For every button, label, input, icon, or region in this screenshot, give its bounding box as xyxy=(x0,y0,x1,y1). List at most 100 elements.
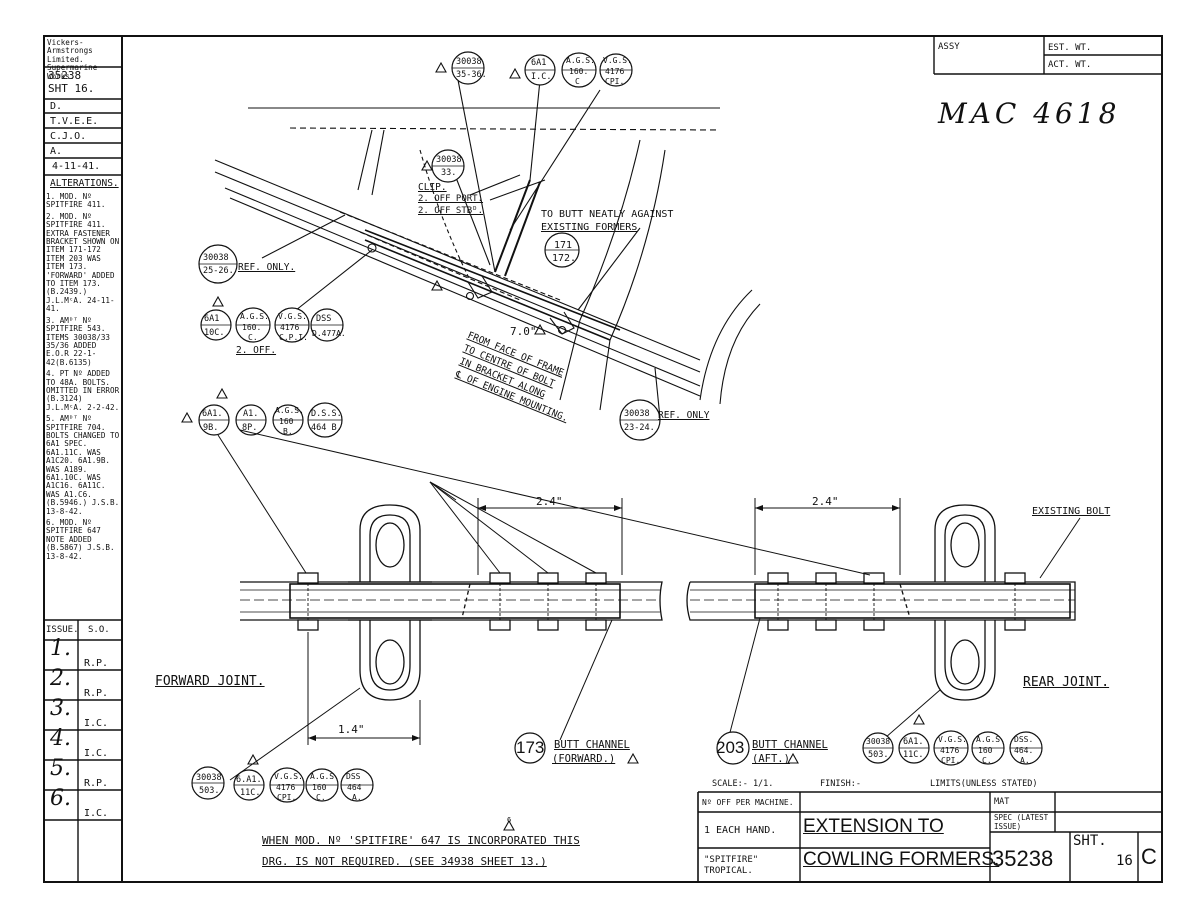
callout-spec: A. xyxy=(352,793,362,802)
butt-note-line: EXISTING FORMERS xyxy=(541,222,638,233)
callout-spec: C. xyxy=(248,333,258,342)
issue-number: 4. xyxy=(50,726,71,751)
callout-spec: D.S.S. xyxy=(311,409,342,419)
note-line-1: WHEN MOD. Nº 'SPITFIRE' 647 IS INCORPORA… xyxy=(262,834,580,847)
item-203-label: BUTT CHANNEL xyxy=(752,739,828,751)
callout-part-no: 30038 xyxy=(436,155,462,165)
issue-so: R.P. xyxy=(84,778,109,789)
traced-by: T.V.E.E. xyxy=(50,116,99,127)
drawn-by: D. xyxy=(50,101,63,112)
butt-note-line: TO BUTT NEATLY AGAINST xyxy=(541,209,674,220)
existing-bolt-label: EXISTING BOLT xyxy=(1032,506,1111,517)
item-173-sub: (FORWARD.) xyxy=(552,753,616,765)
callout-spec: 4176 xyxy=(940,746,960,755)
item-203-number: 203 xyxy=(716,738,745,757)
checked-by: C.J.O. xyxy=(50,131,87,142)
aircraft-type: "SPITFIRE" TROPICAL. xyxy=(704,855,759,876)
drawing-date: 4-11-41. xyxy=(52,161,101,172)
sheet-label: SHT. xyxy=(1073,833,1107,849)
handwritten-reference: MAC 4618 xyxy=(938,97,1121,130)
callout-spec: CPI. xyxy=(941,756,961,765)
left-drawing-number: 35238 xyxy=(48,69,82,82)
alterations-title: ALTERATIONS. xyxy=(50,178,119,189)
so-header: S.O. xyxy=(88,625,110,635)
callout-part-no: 30038 xyxy=(456,57,482,67)
callout-spec: 6.A1. xyxy=(236,775,262,785)
title-line-2: COWLING FORMERS. xyxy=(803,849,1000,870)
callout-spec: 6A1 xyxy=(204,314,220,324)
hand-quantity: 1 EACH HAND. xyxy=(704,825,777,836)
callout-spec: 464. xyxy=(1014,746,1034,755)
clip-label: CLIP. xyxy=(418,182,447,193)
scale-label: SCALE:- 1/1. xyxy=(712,779,774,789)
limits-label: LIMITS(UNLESS STATED) xyxy=(930,779,1038,789)
alteration-item: 3. AMᴰᵀ Nº SPITFIRE 543. ITEMS 30038/33 … xyxy=(46,315,111,367)
item-173-label: BUTT CHANNEL xyxy=(554,739,630,751)
amendment-flag: 6 xyxy=(507,816,512,824)
act-weight-label: ACT. WT. xyxy=(1048,60,1092,70)
callout-spec: CPI. xyxy=(277,793,297,802)
callout-spec: DSS xyxy=(316,314,332,324)
title-line-1: EXTENSION TO xyxy=(803,816,944,837)
callout-spec: 9B. xyxy=(203,423,219,433)
alteration-item: 4. PT Nº ADDED TO 48A. BOLTS. OMITTED IN… xyxy=(46,369,120,412)
issue-header: ISSUE. xyxy=(46,625,79,635)
alterations-list: 1. MOD. Nº SPITFIRE 411. 2. MOD. Nº SPIT… xyxy=(46,192,122,564)
callout-spec: 6A1. xyxy=(202,409,223,419)
callout-spec: A.G.S. xyxy=(275,406,304,415)
callout-item: 25-26. xyxy=(203,266,234,276)
callout-spec: 160 xyxy=(978,746,993,755)
callout-spec: A.G.S. xyxy=(240,312,269,321)
callout-spec: C.P.I. xyxy=(279,333,308,342)
maker-block: Vickers-Armstrongs Limited. Supermarine … xyxy=(47,38,98,81)
callout-spec: A.G.S. xyxy=(976,735,1005,744)
callout-part-no: 30038 xyxy=(624,409,650,419)
callout-spec: DSS. xyxy=(1014,735,1034,744)
callout-item: 171 xyxy=(554,240,573,251)
callout-spec: 10C. xyxy=(204,328,225,338)
callout-spec: 11C. xyxy=(903,750,924,760)
callout-spec: 160. xyxy=(242,323,262,332)
callout-spec: C. xyxy=(982,756,992,765)
issue-so: I.C. xyxy=(84,748,109,759)
dimension-bottom: 1.4" xyxy=(338,723,365,736)
callout-spec: V.G.S. xyxy=(274,772,303,781)
callout-item: I.C. xyxy=(531,72,552,82)
approved-by: A. xyxy=(50,146,63,157)
dimension-7in: 7.0" xyxy=(510,325,537,338)
issue-so: I.C. xyxy=(84,808,109,819)
callout-spec: 160 xyxy=(279,417,294,426)
note-line-2: DRG. IS NOT REQUIRED. (SEE 34938 SHEET 1… xyxy=(262,855,547,868)
callout-spec: B. xyxy=(283,427,293,436)
callout-spec: 503. xyxy=(199,786,220,796)
callout-spec: 4176 xyxy=(605,67,625,76)
issue-number: 6. xyxy=(50,786,71,811)
alteration-item: 2. MOD. Nº SPITFIRE 411. EXTRA FASTENER … xyxy=(46,211,120,314)
spec-label: SPEC (LATEST ISSUE) xyxy=(994,813,1049,831)
issue-so: R.P. xyxy=(84,658,109,669)
callout-spec: 8P. xyxy=(242,423,258,433)
assy-label: ASSY xyxy=(938,42,960,52)
callout-spec: 11C. xyxy=(240,788,261,798)
issue-number: 1. xyxy=(50,636,71,661)
callout-spec: D.477A. xyxy=(312,329,346,338)
callout-spec: 160. xyxy=(569,67,589,76)
issue-so: R.P. xyxy=(84,688,109,699)
sheet-border xyxy=(43,35,1163,883)
item-203-sub: (AFT.) xyxy=(752,753,790,765)
callout-item: 23-24. xyxy=(624,423,655,433)
callout-spec: A. xyxy=(1020,756,1030,765)
alteration-item: 5. AMᴰᵀ Nº SPITFIRE 704. BOLTS CHANGED T… xyxy=(46,414,120,516)
finish-label: FINISH:- xyxy=(820,779,861,789)
issue-so: I.C. xyxy=(84,718,109,729)
alteration-item: 1. MOD. Nº SPITFIRE 411. xyxy=(46,192,106,210)
callout-spec: 464 B. xyxy=(311,423,342,433)
rear-joint-label: REAR JOINT. xyxy=(1023,675,1110,690)
callout-spec: 4176 xyxy=(280,323,300,332)
callout-spec: DSS xyxy=(346,772,361,781)
callout-spec: 30038 xyxy=(866,737,891,746)
callout-spec: 464 xyxy=(347,783,362,792)
two-off-label: 2. OFF. xyxy=(236,345,277,356)
